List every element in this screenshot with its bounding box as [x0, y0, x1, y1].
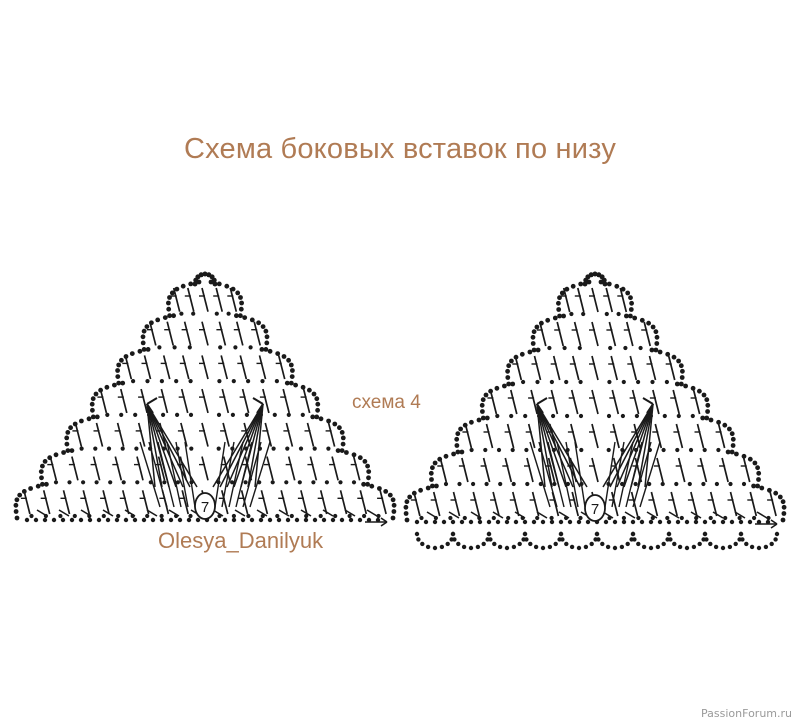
crochet-chart-right: [403, 271, 787, 551]
crochet-chart-left: [13, 271, 397, 527]
page-title: Схема боковых вставок по низу: [183, 133, 617, 165]
schema-label: схема 4: [352, 392, 421, 413]
row-marker-left: 7: [194, 492, 216, 520]
row-number-left: 7: [201, 499, 209, 516]
row-number-right: 7: [591, 501, 599, 518]
author-credit: Olesya_Danilyuk: [158, 528, 324, 553]
row-marker-right: 7: [584, 494, 606, 522]
watermark: PassionForum.ru: [701, 707, 792, 720]
